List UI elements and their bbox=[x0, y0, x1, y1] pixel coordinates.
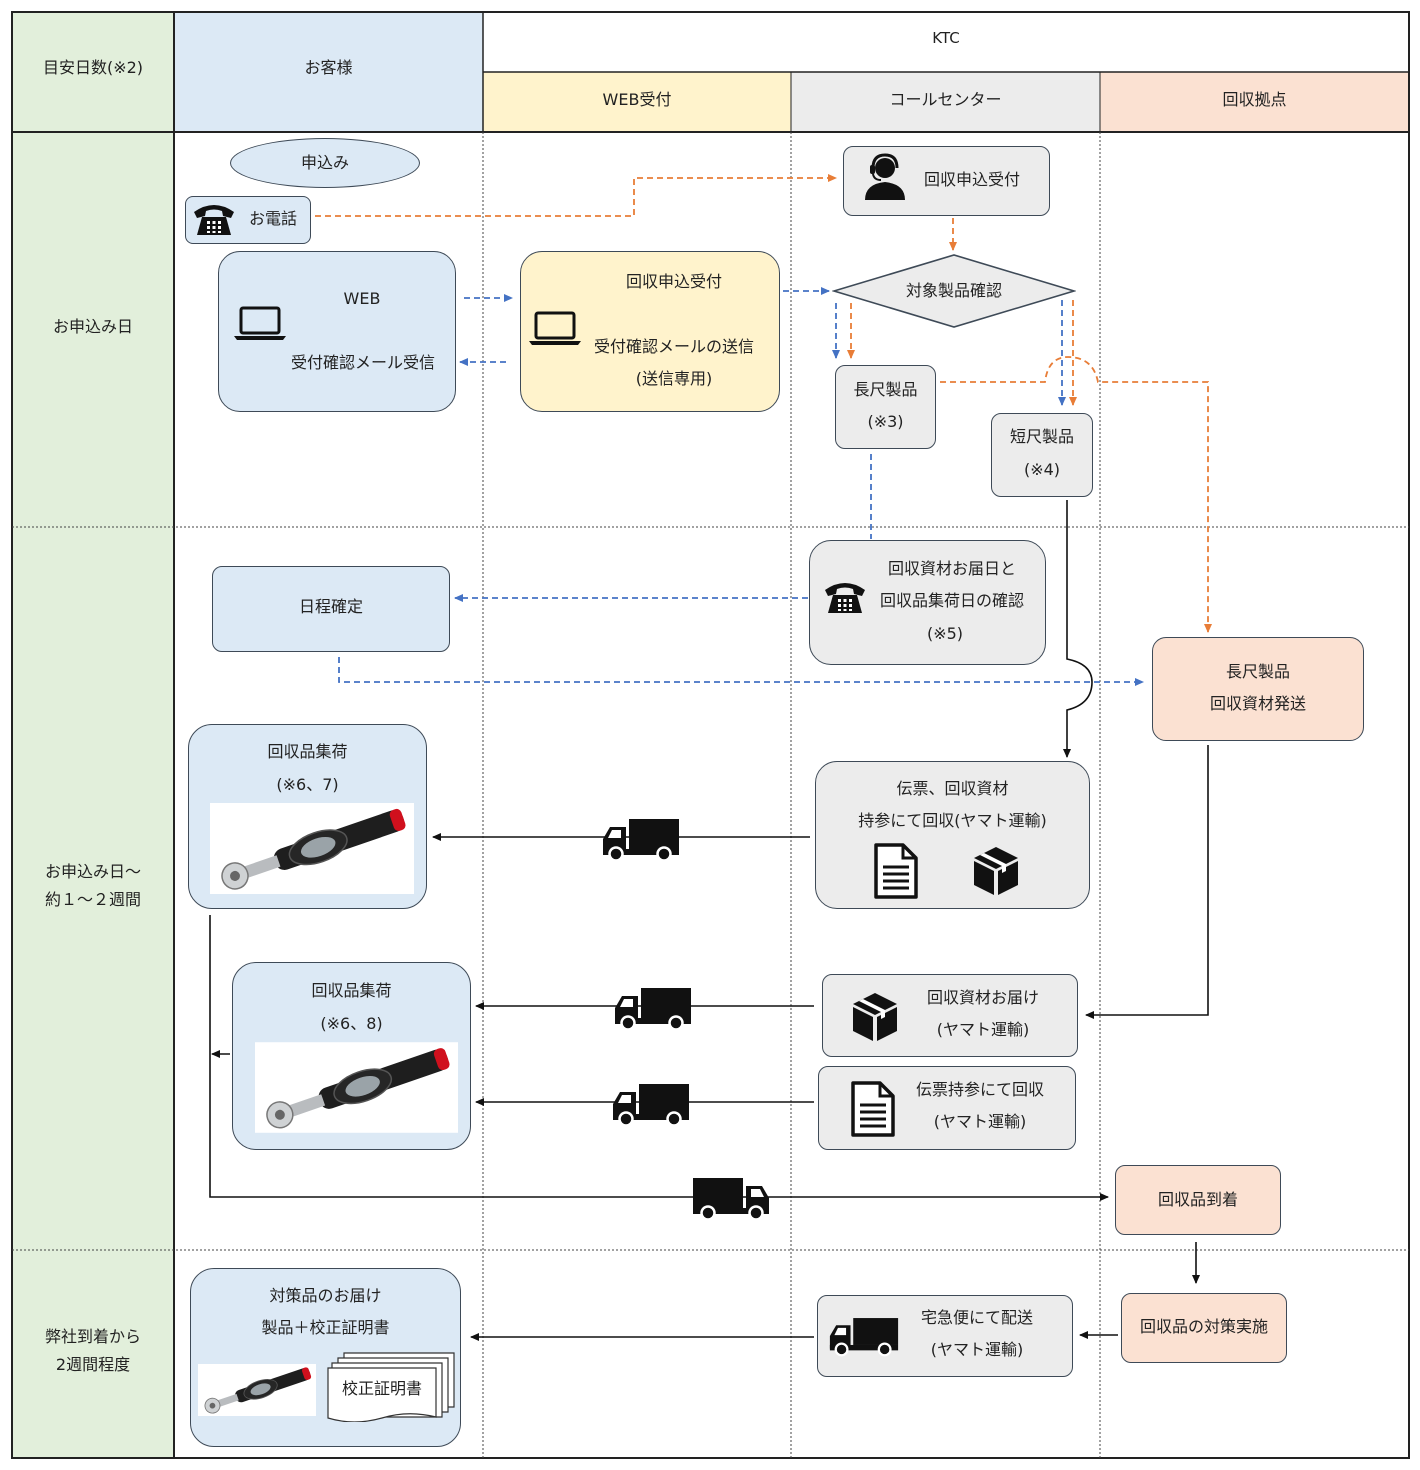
days-header: 目安日数(※2) bbox=[42, 58, 144, 77]
web-reception-header: WEB受付 bbox=[602, 90, 672, 109]
courier-line1: 宅急便にて配送 bbox=[920, 1308, 1033, 1327]
web-label: WEB bbox=[343, 289, 381, 308]
torque-wrench-image bbox=[210, 803, 414, 894]
arrow-longship-to-matdeliv bbox=[1085, 745, 1209, 1019]
pickup-b-line2: (※6、8) bbox=[320, 1014, 383, 1033]
materials-delivery-line2: (ヤマト運輸) bbox=[936, 1020, 1030, 1039]
ktc-header: KTC bbox=[932, 29, 960, 47]
arrow-pickup-to-arrival bbox=[209, 915, 1109, 1201]
web-mail-label: 受付確認メール受信 bbox=[290, 353, 435, 372]
row-application-day: お申込み日 bbox=[52, 317, 133, 336]
call-center-header: コールセンター bbox=[889, 90, 1002, 109]
customer-header: お客様 bbox=[304, 58, 353, 77]
truck-icon bbox=[603, 819, 679, 861]
materials-delivery-line1: 回収資材お届け bbox=[926, 988, 1039, 1007]
long-product-box bbox=[835, 365, 936, 449]
apply-label: 申込み bbox=[300, 153, 349, 172]
arrow-long-to-longship bbox=[940, 356, 1212, 633]
schedule-box bbox=[212, 566, 450, 652]
web-reception-box bbox=[520, 251, 780, 412]
web-header-bg bbox=[483, 72, 791, 132]
confirm-line3: (※5) bbox=[926, 624, 964, 643]
courier-box bbox=[817, 1295, 1073, 1377]
arrow-phone-to-callrecv bbox=[315, 174, 837, 217]
web-reception-title: 回収申込受付 bbox=[625, 272, 722, 291]
check-diamond bbox=[832, 254, 1076, 328]
telephone-icon bbox=[825, 583, 865, 613]
action-box bbox=[1121, 1293, 1287, 1363]
slip-collect-line2: (ヤマト運輸) bbox=[933, 1112, 1027, 1131]
package-box-icon bbox=[853, 993, 897, 1041]
truck-icon bbox=[613, 1084, 689, 1126]
row-period-line2: 約１～２週間 bbox=[44, 890, 141, 909]
long-ship-box bbox=[1152, 637, 1364, 741]
telephone-icon bbox=[194, 205, 234, 235]
long-product-note: (※3) bbox=[867, 412, 904, 431]
collection-base-header: 回収拠点 bbox=[1222, 90, 1287, 109]
short-product-box bbox=[991, 413, 1093, 497]
web-reception-mail: 受付確認メールの送信 bbox=[593, 337, 754, 356]
document-icon bbox=[851, 1081, 895, 1137]
row-after-line2: 2週間程度 bbox=[55, 1355, 131, 1374]
confirm-line1: 回収資材お届日と bbox=[887, 559, 1016, 578]
truck-icon bbox=[829, 1318, 899, 1357]
arrival-box bbox=[1115, 1165, 1281, 1235]
slip-collect-line1: 伝票持参にて回収 bbox=[915, 1080, 1044, 1099]
phone-label: お電話 bbox=[248, 209, 297, 228]
long-ship-line1: 長尺製品 bbox=[1225, 662, 1290, 681]
truck-icon bbox=[693, 1178, 769, 1220]
days-column-bg bbox=[12, 12, 174, 1458]
arrival-label: 回収品到着 bbox=[1157, 1190, 1238, 1209]
certificate-stack-icon bbox=[327, 1352, 455, 1422]
document-icon bbox=[874, 843, 918, 899]
action-label: 回収品の対策実施 bbox=[1139, 1317, 1268, 1336]
schedule-label: 日程確定 bbox=[298, 597, 363, 616]
certificate-label: 校正証明書 bbox=[341, 1379, 422, 1398]
check-label: 対象製品確認 bbox=[905, 281, 1002, 300]
deliver-line1: 対策品のお届け bbox=[269, 1286, 382, 1305]
short-product-note: (※4) bbox=[1023, 460, 1061, 479]
long-ship-line2: 回収資材発送 bbox=[1209, 694, 1306, 713]
callcenter-header-bg bbox=[791, 72, 1100, 132]
deliver-line2: 製品＋校正証明書 bbox=[261, 1318, 390, 1337]
package-box-icon bbox=[974, 847, 1018, 895]
web-reception-note: (送信専用) bbox=[635, 369, 713, 388]
long-product-label: 長尺製品 bbox=[853, 380, 918, 399]
row-period-line1: お申込み日～ bbox=[44, 862, 141, 881]
row-after-line1: 弊社到着から bbox=[44, 1327, 141, 1346]
laptop-icon bbox=[529, 311, 581, 345]
headset-operator-icon bbox=[865, 153, 905, 200]
confirm-line2: 回収品集荷日の確認 bbox=[879, 591, 1024, 610]
short-product-label: 短尺製品 bbox=[1009, 427, 1074, 446]
slip-materials-box bbox=[815, 761, 1090, 909]
collection-header-bg bbox=[1100, 72, 1409, 132]
torque-wrench-image bbox=[255, 1042, 458, 1133]
arrow-short-to-slipmat bbox=[1063, 500, 1093, 758]
apply-ellipse bbox=[230, 138, 420, 188]
laptop-icon bbox=[234, 306, 286, 340]
pickup-a-line1: 回収品集荷 bbox=[267, 742, 348, 761]
pickup-a-line2: (※6、7) bbox=[276, 775, 339, 794]
pickup-b-line1: 回収品集荷 bbox=[311, 981, 392, 1000]
truck-icon bbox=[615, 988, 691, 1030]
courier-line2: (ヤマト運輸) bbox=[930, 1340, 1024, 1359]
torque-wrench-image bbox=[198, 1364, 316, 1416]
arrow-schedule-to-longship bbox=[338, 657, 1144, 686]
customer-header-bg bbox=[174, 12, 483, 132]
slip-materials-line1: 伝票、回収資材 bbox=[896, 779, 1009, 798]
call-reception-label: 回収申込受付 bbox=[923, 170, 1020, 189]
slip-materials-line2: 持参にて回収(ヤマト運輸) bbox=[858, 811, 1047, 830]
